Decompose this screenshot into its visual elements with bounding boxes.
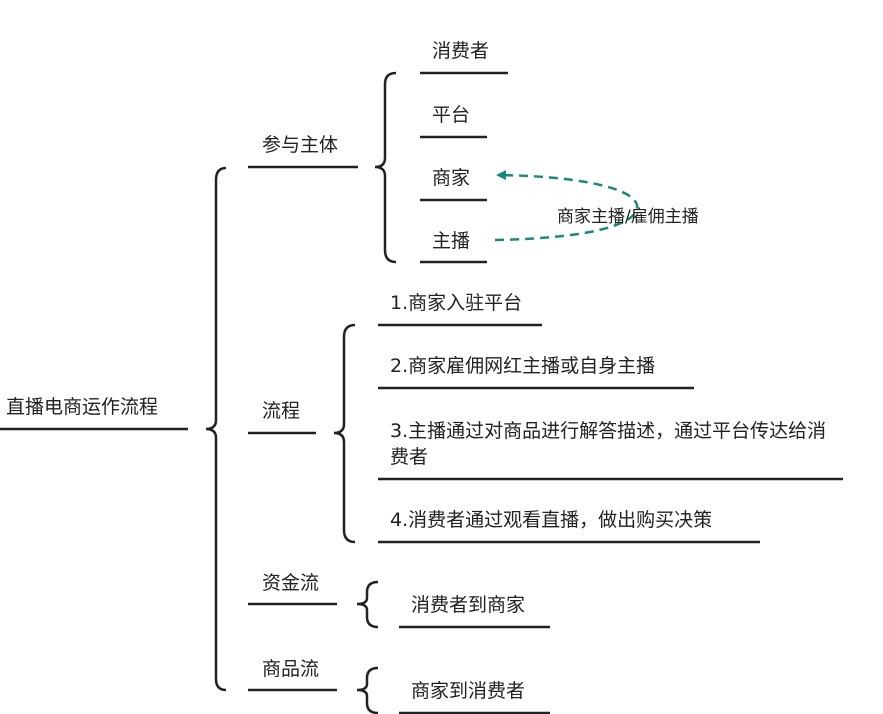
participants-label: 参与主体 xyxy=(262,134,339,156)
fund-flow-label: 资金流 xyxy=(262,572,320,594)
fund-flow-item: 消费者到商家 xyxy=(411,594,526,616)
process-brace xyxy=(333,323,356,544)
process-step-2: 2.商家雇佣网红主播或自身主播 xyxy=(390,355,656,377)
participant-streamer: 主播 xyxy=(432,230,471,252)
participant-platform: 平台 xyxy=(432,104,471,126)
goods-flow-brace xyxy=(356,666,379,714)
fund-flow-brace xyxy=(356,580,379,629)
relation-arrow xyxy=(494,170,639,242)
process-label: 流程 xyxy=(262,400,301,422)
process-step-3: 3.主播通过对商品进行解答描述，通过平台传达给消费者 xyxy=(390,420,827,468)
process-step-4: 4.消费者通过观看直播，做出购买决策 xyxy=(390,509,713,531)
relation-label: 商家主播/雇佣主播 xyxy=(557,207,699,227)
process-step-1: 1.商家入驻平台 xyxy=(390,292,523,314)
participant-merchant: 商家 xyxy=(432,167,471,189)
goods-flow-label: 商品流 xyxy=(262,658,320,680)
root-label: 直播电商运作流程 xyxy=(6,396,159,418)
main-brace xyxy=(205,166,227,692)
goods-flow-item: 商家到消费者 xyxy=(411,680,526,702)
participants-brace xyxy=(374,71,397,264)
participant-consumer: 消费者 xyxy=(432,40,490,62)
